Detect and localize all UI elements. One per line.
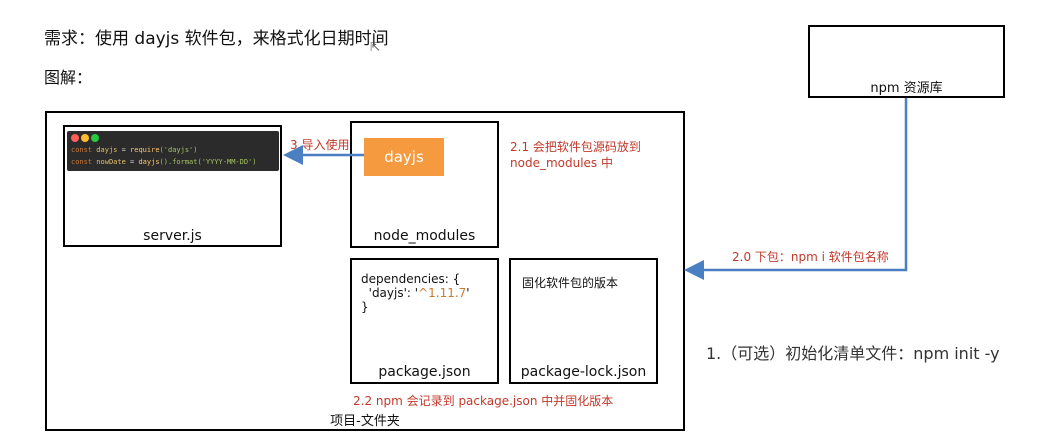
- deps-open-line: dependencies: {: [361, 272, 461, 286]
- record-annotation: 2.2 npm 会记录到 package.json 中并固化版本: [353, 394, 614, 408]
- npm-repo-box: npm 资源库: [808, 25, 1005, 98]
- dayjs-package-block: dayjs: [364, 138, 444, 176]
- code-line-1: const dayjs = require('dayjs'): [71, 146, 198, 154]
- package-lock-box: 固化软件包的版本 package-lock.json: [509, 258, 658, 384]
- node-modules-label: node_modules: [373, 228, 476, 244]
- deps-close-line: }: [361, 300, 369, 314]
- import-use-annotation: 3.导入使用: [290, 138, 350, 152]
- close-dot-icon: [71, 134, 79, 142]
- maximize-dot-icon: [91, 134, 99, 142]
- download-arrow: [684, 98, 908, 280]
- server-js-label: server.js: [143, 228, 202, 244]
- minimize-dot-icon: [81, 134, 89, 142]
- page-title: 需求：使用 dayjs 软件包，来格式化日期时间: [44, 29, 389, 49]
- init-annotation: 1.（可选）初始化清单文件：npm init -y: [706, 344, 1000, 363]
- deps-dayjs-line: 'dayjs': '^1.11.7': [368, 286, 470, 300]
- download-annotation: 2.0 下包：npm i 软件包名称: [732, 250, 889, 264]
- package-json-content: dependencies: { 'dayjs': '^1.11.7' }: [361, 272, 470, 314]
- package-json-label: package.json: [378, 364, 471, 380]
- code-editor-window: const dayjs = require('dayjs') const now…: [67, 131, 279, 171]
- mouse-cursor-icon: ⇱: [370, 40, 381, 54]
- put-source-annotation: 2.1 会把软件包源码放到 node_modules 中: [510, 140, 641, 170]
- diagram-subtitle: 图解：: [44, 68, 93, 87]
- package-lock-note: 固化软件包的版本: [522, 276, 619, 290]
- npm-repo-label: npm 资源库: [870, 81, 943, 96]
- package-lock-label: package-lock.json: [520, 364, 647, 380]
- project-folder-label: 项目-文件夹: [330, 414, 400, 429]
- code-line-2: const nowDate = dayjs().format('YYYY-MM-…: [71, 158, 257, 166]
- package-json-box: dependencies: { 'dayjs': '^1.11.7' } pac…: [350, 258, 499, 384]
